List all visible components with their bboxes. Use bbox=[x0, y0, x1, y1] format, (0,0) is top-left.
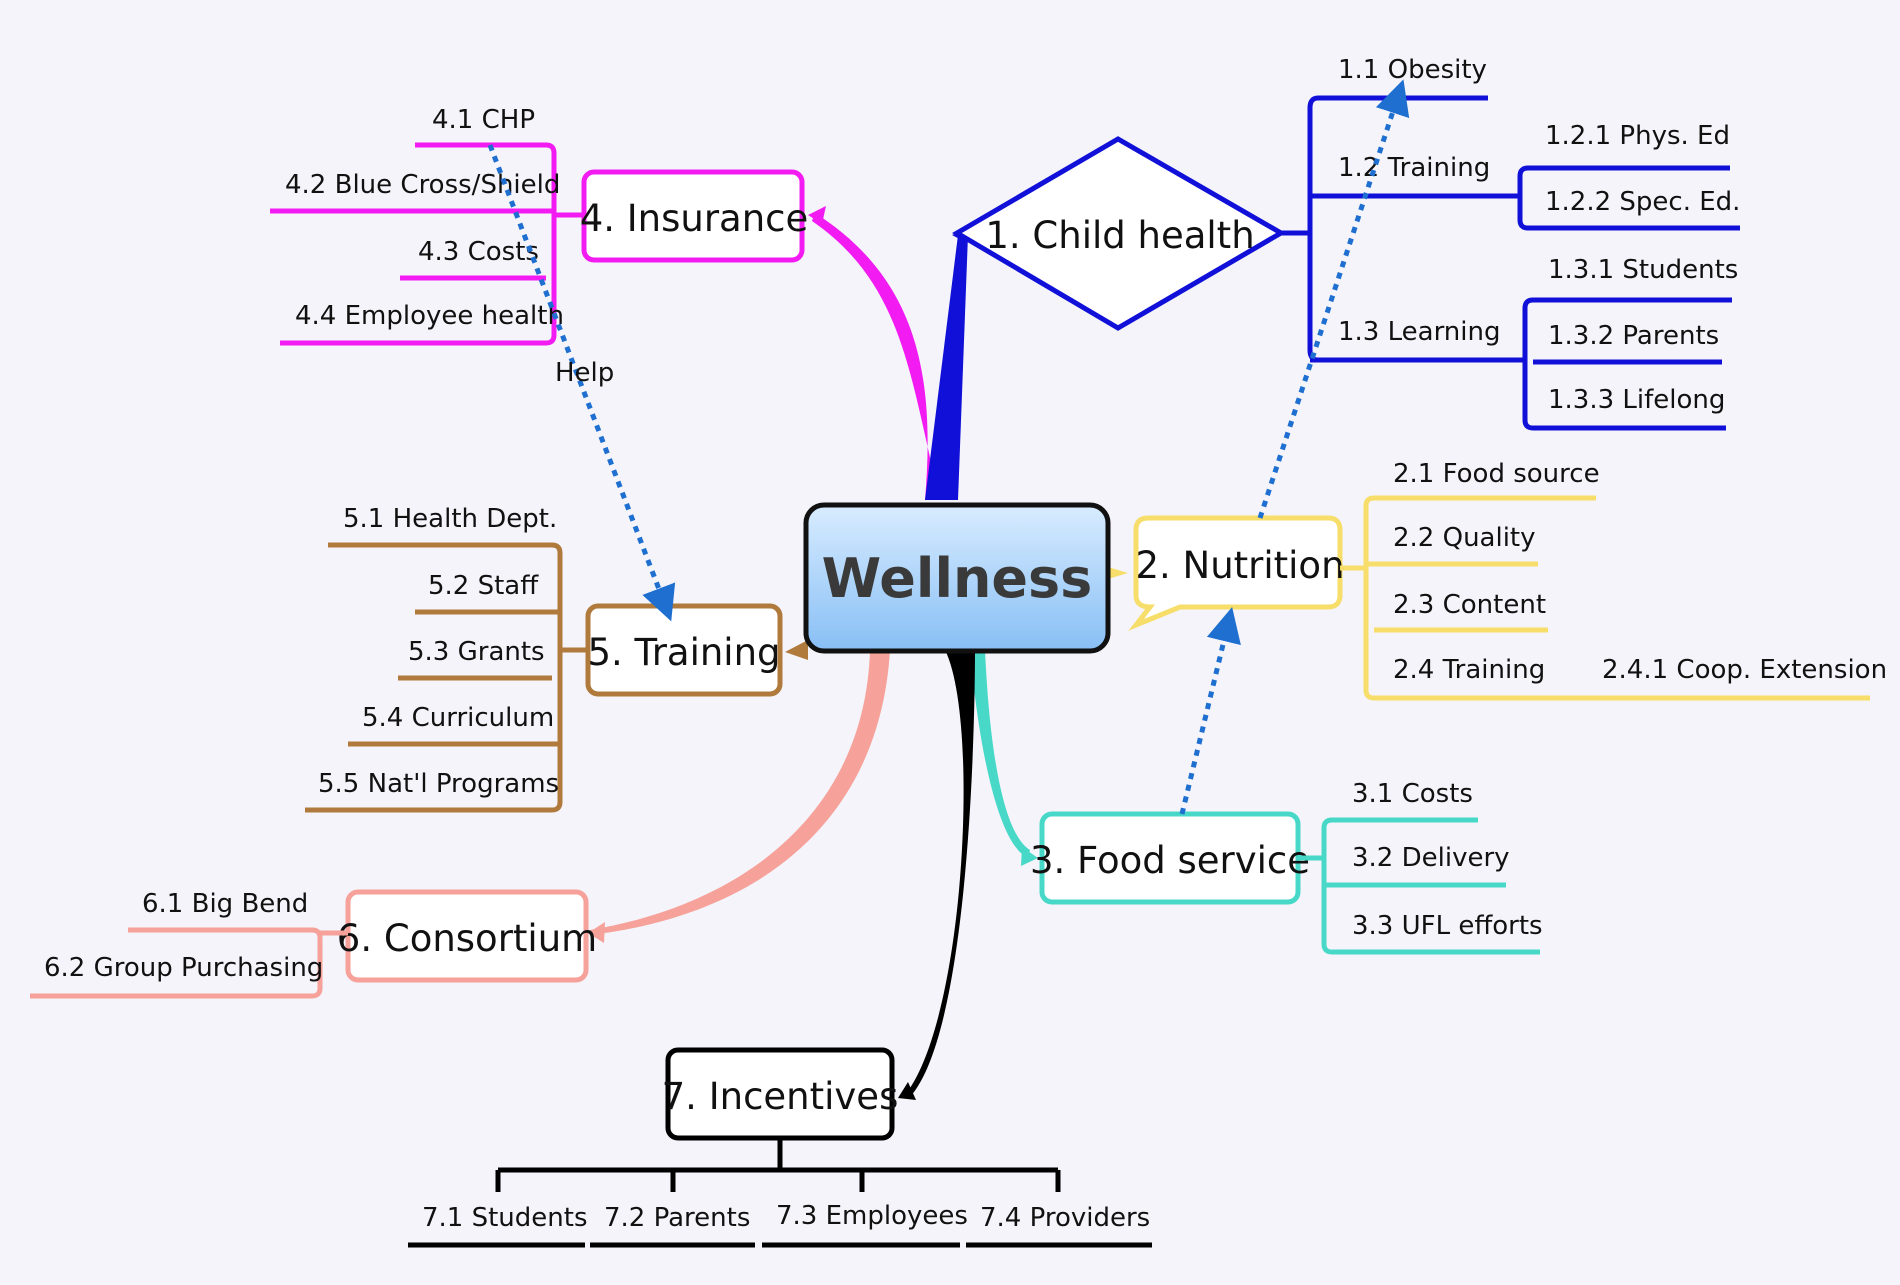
subtopic-quality[interactable]: 2.2 Quality bbox=[1393, 523, 1536, 553]
topic-consortium-label: 6. Consortium bbox=[337, 917, 597, 960]
subtopic-employee-health[interactable]: 4.4 Employee health bbox=[295, 301, 564, 331]
subtopic-coop-extension[interactable]: 2.4.1 Coop. Extension bbox=[1602, 655, 1887, 685]
subtopic-incentive-parents[interactable]: 7.2 Parents bbox=[604, 1203, 750, 1233]
topic-consortium[interactable]: 6. Consortium bbox=[337, 889, 597, 983]
topic-child-health[interactable]: 1. Child health bbox=[952, 136, 1286, 331]
subtopic-grants[interactable]: 5.3 Grants bbox=[408, 637, 545, 667]
arrowhead-incentives bbox=[898, 1082, 916, 1100]
subtopics-training bbox=[305, 542, 588, 813]
subtopics-food-service bbox=[1298, 817, 1540, 955]
arrowhead-food-service bbox=[1021, 847, 1038, 866]
subtopic-natl-programs[interactable]: 5.5 Nat'l Programs bbox=[318, 769, 559, 799]
topic-training-label: 5. Training bbox=[587, 631, 780, 674]
topic-insurance[interactable]: 4. Insurance bbox=[580, 169, 809, 263]
subtopic-spec-ed[interactable]: 1.2.2 Spec. Ed. bbox=[1545, 187, 1740, 217]
relation-help[interactable] bbox=[487, 144, 676, 622]
topic-insurance-label: 4. Insurance bbox=[580, 197, 809, 240]
branch-connector-nutrition bbox=[1108, 567, 1128, 579]
central-topic-label: Wellness bbox=[822, 547, 1093, 610]
subtopic-incentive-students[interactable]: 7.1 Students bbox=[422, 1203, 588, 1233]
subtopic-learning[interactable]: 1.3 Learning bbox=[1338, 317, 1501, 347]
relationships bbox=[487, 79, 1410, 815]
subtopic-ufl-efforts[interactable]: 3.3 UFL efforts bbox=[1352, 911, 1543, 941]
topic-training[interactable]: 5. Training bbox=[585, 603, 783, 697]
subtopic-nutrition-training[interactable]: 2.4 Training bbox=[1393, 655, 1545, 685]
subtopic-parents-learning[interactable]: 1.3.2 Parents bbox=[1548, 321, 1719, 351]
subtopic-child-training[interactable]: 1.2 Training bbox=[1338, 153, 1490, 183]
subtopic-delivery[interactable]: 3.2 Delivery bbox=[1352, 843, 1510, 873]
subtopic-insurance-costs[interactable]: 4.3 Costs bbox=[418, 237, 539, 267]
subtopic-students-learning[interactable]: 1.3.1 Students bbox=[1548, 255, 1738, 285]
relation-help-label[interactable]: Help bbox=[555, 358, 614, 388]
central-topic[interactable]: Wellness bbox=[803, 502, 1111, 654]
branch-connector-incentives bbox=[905, 650, 975, 1097]
subtopic-food-service-costs[interactable]: 3.1 Costs bbox=[1352, 779, 1473, 809]
arrowhead-insurance bbox=[808, 206, 826, 224]
subtopics-incentives bbox=[408, 1138, 1152, 1248]
branch-connector-child-health bbox=[925, 235, 968, 500]
topic-nutrition[interactable]: 2. Nutrition bbox=[1128, 515, 1345, 631]
branch-connector-consortium bbox=[590, 650, 890, 935]
topic-nutrition-label: 2. Nutrition bbox=[1135, 544, 1344, 587]
subtopics-insurance bbox=[270, 142, 584, 346]
subtopic-food-source[interactable]: 2.1 Food source bbox=[1393, 459, 1600, 489]
subtopics-nutrition bbox=[1340, 495, 1870, 701]
subtopic-curriculum[interactable]: 5.4 Curriculum bbox=[362, 703, 554, 733]
subtopic-blue-cross[interactable]: 4.2 Blue Cross/Shield bbox=[285, 170, 560, 200]
subtopic-big-bend[interactable]: 6.1 Big Bend bbox=[142, 889, 308, 919]
subtopic-content[interactable]: 2.3 Content bbox=[1393, 590, 1546, 620]
subtopic-obesity[interactable]: 1.1 Obesity bbox=[1338, 55, 1487, 85]
subtopic-staff[interactable]: 5.2 Staff bbox=[428, 571, 539, 601]
subtopic-lifelong[interactable]: 1.3.3 Lifelong bbox=[1548, 385, 1725, 415]
topic-child-health-label: 1. Child health bbox=[985, 214, 1254, 257]
subtopics-child-health bbox=[1281, 95, 1740, 431]
topic-incentives[interactable]: 7. Incentives bbox=[662, 1047, 899, 1141]
subtopic-chp[interactable]: 4.1 CHP bbox=[432, 105, 535, 135]
arrowhead-consortium bbox=[588, 922, 605, 943]
relation-foodservice-nutrition[interactable] bbox=[1179, 606, 1241, 815]
topic-food-service-label: 3. Food service bbox=[1030, 839, 1310, 882]
subtopic-phys-ed[interactable]: 1.2.1 Phys. Ed bbox=[1545, 121, 1730, 151]
subtopic-incentive-employees[interactable]: 7.3 Employees bbox=[776, 1201, 968, 1231]
branch-connector-training bbox=[785, 640, 808, 660]
topic-incentives-label: 7. Incentives bbox=[662, 1075, 899, 1118]
topic-food-service[interactable]: 3. Food service bbox=[1030, 811, 1310, 905]
relation-nutrition-obesity[interactable] bbox=[1257, 79, 1410, 519]
subtopic-health-dept[interactable]: 5.1 Health Dept. bbox=[343, 504, 557, 534]
subtopic-group-purchasing[interactable]: 6.2 Group Purchasing bbox=[44, 953, 323, 983]
subtopic-incentive-providers[interactable]: 7.4 Providers bbox=[980, 1203, 1150, 1233]
branch-connector-food-service bbox=[970, 650, 1030, 858]
subtopics-consortium bbox=[30, 927, 348, 999]
branch-connector-insurance bbox=[812, 213, 940, 500]
